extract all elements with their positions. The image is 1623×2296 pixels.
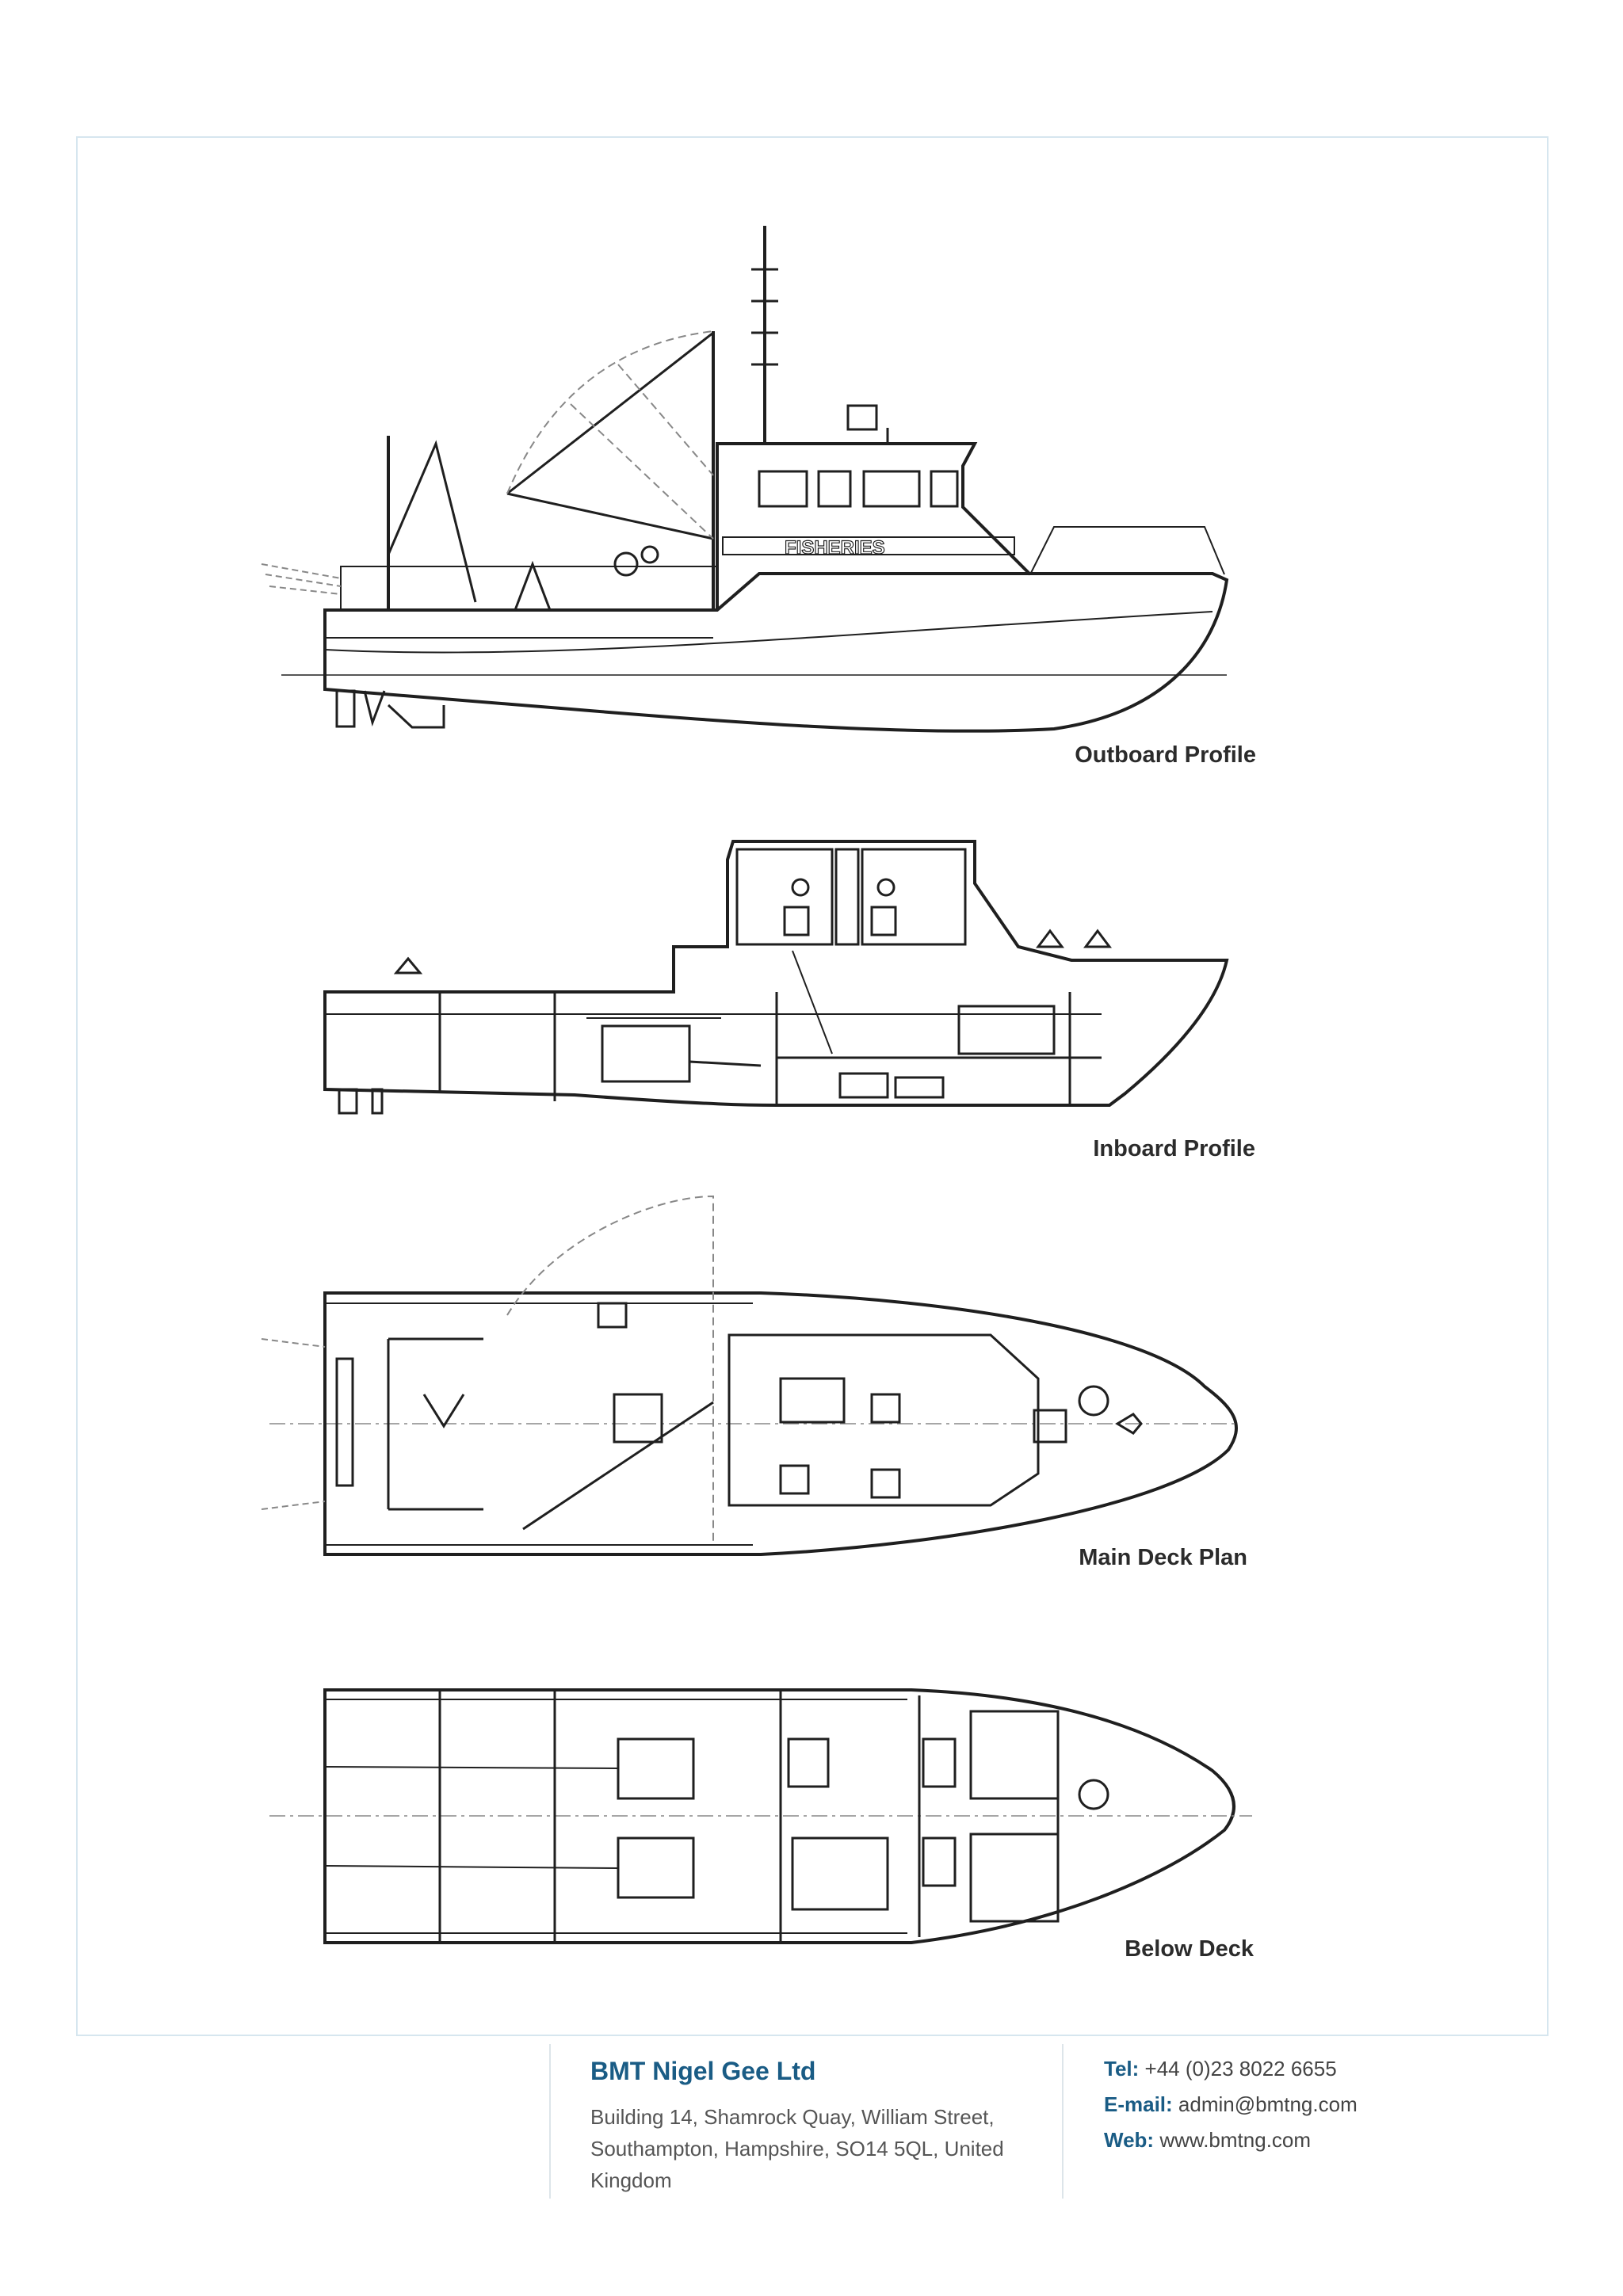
company-address: Building 14, Shamrock Quay, William Stre… xyxy=(590,2105,1004,2192)
caption-main-deck-plan: Main Deck Plan xyxy=(1079,1545,1247,1570)
below-deck-drawing xyxy=(269,1688,1252,1944)
caption-outboard-profile: Outboard Profile xyxy=(1075,742,1256,768)
email-label: E-mail: xyxy=(1104,2092,1173,2116)
web-label: Web: xyxy=(1104,2128,1155,2152)
tel-value: +44 (0)23 8022 6655 xyxy=(1144,2057,1337,2081)
caption-below-deck: Below Deck xyxy=(1125,1936,1254,1962)
footer-divider-left xyxy=(549,2044,551,2199)
inboard-profile-drawing xyxy=(323,840,1229,1115)
web-link[interactable]: www.bmtng.com xyxy=(1159,2128,1312,2152)
drawing-frame xyxy=(76,136,1549,2036)
main-deck-plan-drawing xyxy=(261,1195,1238,1556)
tel-label: Tel: xyxy=(1104,2057,1140,2081)
email-line: E-mail: admin@bmtng.com xyxy=(1104,2092,1358,2117)
hull-marking: FISHERIES xyxy=(785,537,885,559)
company-name: BMT Nigel Gee Ltd xyxy=(590,2057,816,2085)
caption-inboard-profile: Inboard Profile xyxy=(1093,1136,1255,1161)
tel-line: Tel: +44 (0)23 8022 6655 xyxy=(1104,2057,1337,2081)
footer-divider-right xyxy=(1062,2044,1064,2199)
email-link[interactable]: admin@bmtng.com xyxy=(1178,2092,1358,2116)
outboard-profile-drawing: FISHERIES xyxy=(261,226,1229,733)
web-line: Web: www.bmtng.com xyxy=(1104,2128,1311,2153)
